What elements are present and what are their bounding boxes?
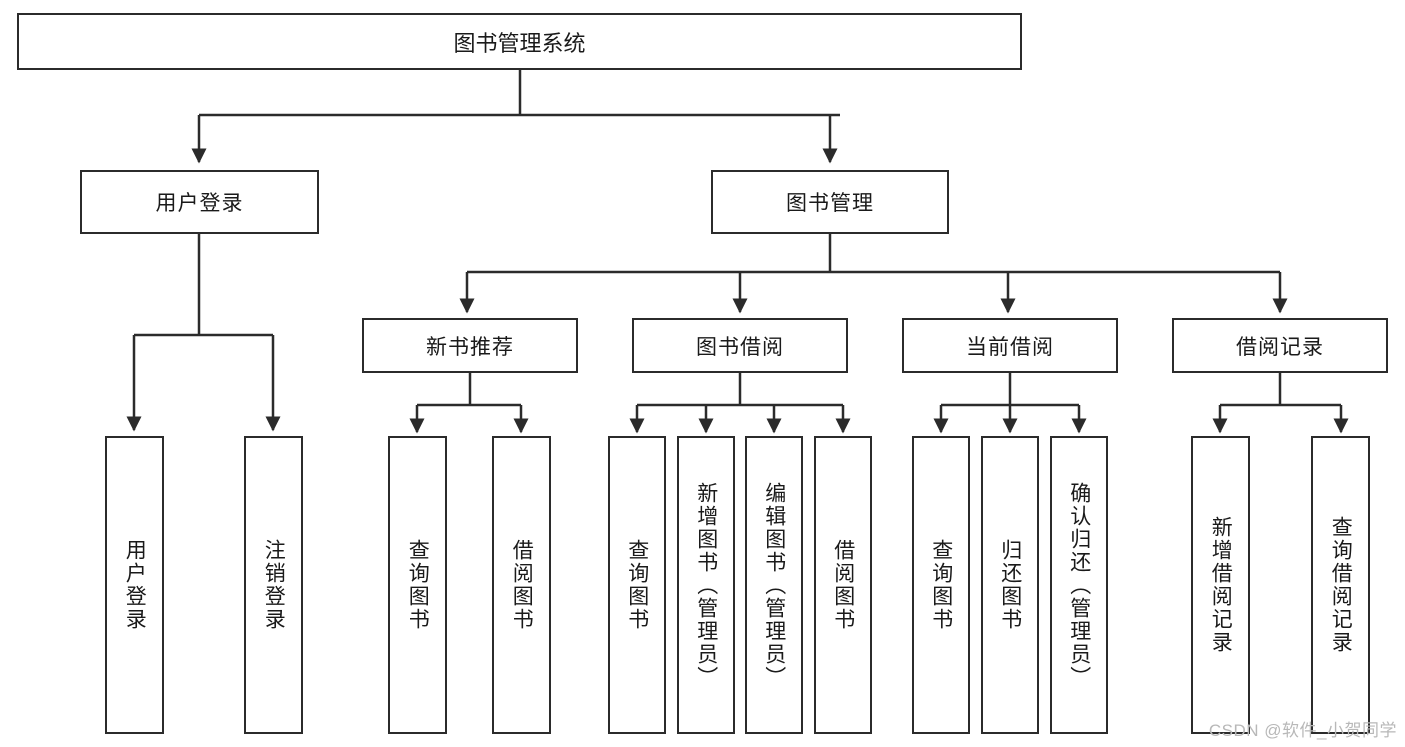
leaf-edit-book-admin[interactable]: 编辑图书（管理员） [745, 436, 803, 734]
leaf-label: 借阅图书 [510, 539, 534, 631]
leaf-add-book-admin[interactable]: 新增图书（管理员） [677, 436, 735, 734]
leaf-label: 借阅图书 [831, 539, 855, 631]
leaf-label: 查询图书 [406, 539, 430, 631]
leaf-return-book[interactable]: 归还图书 [981, 436, 1039, 734]
node-label: 新书推荐 [426, 335, 514, 359]
leaf-query-book-current[interactable]: 查询图书 [912, 436, 970, 734]
node-label: 图书借阅 [696, 335, 784, 359]
leaf-confirm-return-admin[interactable]: 确认归还（管理员） [1050, 436, 1108, 734]
leaf-label: 新增图书（管理员） [694, 481, 718, 689]
node-book-borrow[interactable]: 图书借阅 [632, 318, 848, 373]
leaf-label: 确认归还（管理员） [1067, 481, 1091, 689]
node-label: 当前借阅 [966, 335, 1054, 359]
node-borrow-record[interactable]: 借阅记录 [1172, 318, 1388, 373]
node-label: 用户登录 [155, 192, 244, 215]
watermark: CSDN @软件_小贺同学 [1208, 721, 1397, 740]
node-new-book-recommend[interactable]: 新书推荐 [362, 318, 578, 373]
node-current-borrow[interactable]: 当前借阅 [902, 318, 1118, 373]
node-user-login[interactable]: 用户登录 [80, 170, 319, 234]
leaf-label: 用户登录 [123, 539, 147, 631]
leaf-query-book-borrow[interactable]: 查询图书 [608, 436, 666, 734]
leaf-add-borrow-record[interactable]: 新增借阅记录 [1191, 436, 1250, 734]
node-label: 借阅记录 [1236, 335, 1324, 359]
leaf-query-borrow-record[interactable]: 查询借阅记录 [1311, 436, 1370, 734]
leaf-label: 查询借阅记录 [1329, 516, 1353, 654]
leaf-user-login[interactable]: 用户登录 [105, 436, 164, 734]
leaf-label: 新增借阅记录 [1209, 516, 1233, 654]
node-label: 图书管理系统 [453, 30, 586, 56]
leaf-query-book-recommend[interactable]: 查询图书 [388, 436, 447, 734]
leaf-user-logout[interactable]: 注销登录 [244, 436, 303, 734]
leaf-borrow-book[interactable]: 借阅图书 [814, 436, 872, 734]
node-label: 图书管理 [786, 192, 874, 215]
leaf-label: 编辑图书（管理员） [762, 481, 786, 689]
leaf-borrow-book-recommend[interactable]: 借阅图书 [492, 436, 551, 734]
leaf-label: 注销登录 [262, 539, 286, 631]
leaf-label: 归还图书 [998, 539, 1022, 631]
node-root-book-management-system[interactable]: 图书管理系统 [17, 13, 1022, 70]
node-book-management[interactable]: 图书管理 [711, 170, 949, 234]
leaf-label: 查询图书 [625, 539, 649, 631]
leaf-label: 查询图书 [929, 539, 953, 631]
